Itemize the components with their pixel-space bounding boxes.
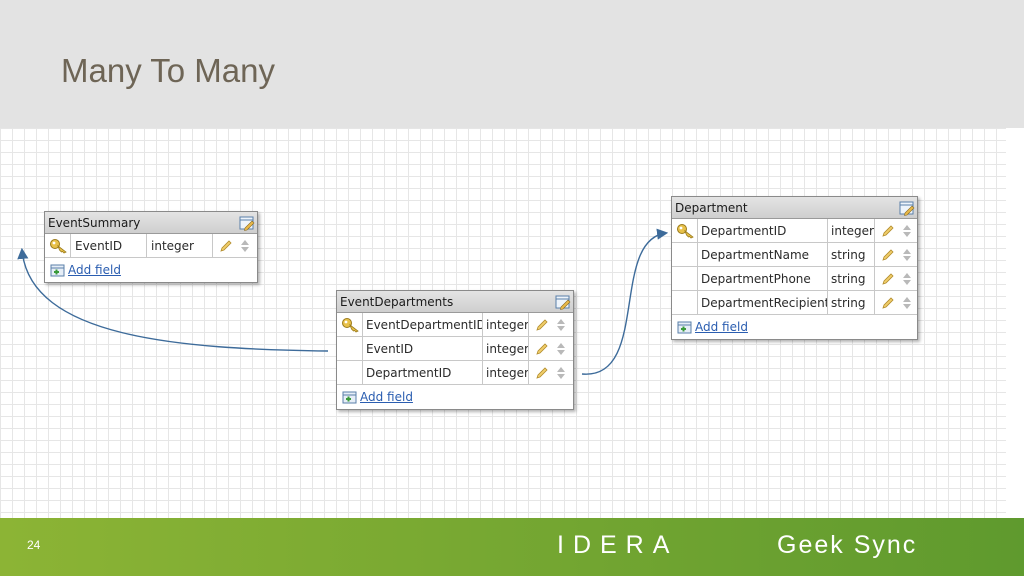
add-field-row[interactable]: Add field xyxy=(672,315,917,339)
table-name: EventSummary xyxy=(48,215,141,230)
field-row[interactable]: DepartmentID integer xyxy=(672,219,917,243)
field-row[interactable]: DepartmentID integer xyxy=(337,361,573,385)
field-type: integer xyxy=(483,337,529,360)
edit-table-icon[interactable] xyxy=(239,215,255,231)
table-header[interactable]: EventSummary xyxy=(45,212,257,234)
field-row[interactable]: EventID integer xyxy=(45,234,257,258)
field-tools xyxy=(529,313,571,336)
pencil-icon[interactable] xyxy=(881,248,895,262)
pencil-icon[interactable] xyxy=(881,224,895,238)
field-type: integer xyxy=(483,361,529,384)
field-tools xyxy=(529,361,571,384)
field-type: string xyxy=(828,291,875,314)
key-slot xyxy=(337,361,363,384)
brand-logo: IDERA xyxy=(557,531,679,559)
add-field-row[interactable]: Add field xyxy=(337,385,573,409)
field-type: integer xyxy=(828,219,875,242)
field-name: DepartmentPhone xyxy=(698,267,828,290)
field-type: string xyxy=(828,267,875,290)
add-field-icon[interactable] xyxy=(677,321,692,334)
table-header[interactable]: Department xyxy=(672,197,917,219)
up-down-arrows-icon[interactable] xyxy=(902,272,912,286)
field-name: EventID xyxy=(363,337,483,360)
field-row[interactable]: EventDepartmentID integer xyxy=(337,313,573,337)
add-field-icon[interactable] xyxy=(342,391,357,404)
canvas-scroll-edge xyxy=(1006,128,1024,518)
page-number: 24 xyxy=(27,538,41,552)
field-name: DepartmentID xyxy=(363,361,483,384)
pencil-icon[interactable] xyxy=(881,272,895,286)
field-tools xyxy=(875,291,917,314)
slide-footer: 24 IDERA Geek Sync xyxy=(0,518,1024,576)
up-down-arrows-icon[interactable] xyxy=(902,224,912,238)
field-tools xyxy=(875,243,917,266)
pencil-icon[interactable] xyxy=(535,366,549,380)
edit-table-icon[interactable] xyxy=(899,200,915,216)
up-down-arrows-icon[interactable] xyxy=(240,239,250,253)
slide-header-band: Many To Many xyxy=(0,0,1024,128)
table-name: EventDepartments xyxy=(340,294,454,309)
edit-table-icon[interactable] xyxy=(555,294,571,310)
key-icon xyxy=(337,313,363,336)
field-row[interactable]: DepartmentName string xyxy=(672,243,917,267)
field-tools xyxy=(875,219,917,242)
table-name: Department xyxy=(675,200,748,215)
key-slot xyxy=(672,243,698,266)
slide-title: Many To Many xyxy=(61,52,275,89)
add-field-icon[interactable] xyxy=(50,264,65,277)
pencil-icon[interactable] xyxy=(535,342,549,356)
field-type: string xyxy=(828,243,875,266)
pencil-icon[interactable] xyxy=(535,318,549,332)
field-name: DepartmentName xyxy=(698,243,828,266)
up-down-arrows-icon[interactable] xyxy=(556,366,566,380)
table-event-summary[interactable]: EventSummary EventID integer Add field xyxy=(44,211,258,283)
field-name: EventID xyxy=(71,234,147,257)
field-tools xyxy=(213,234,255,257)
up-down-arrows-icon[interactable] xyxy=(556,318,566,332)
field-row[interactable]: EventID integer xyxy=(337,337,573,361)
field-row[interactable]: DepartmentRecipient string xyxy=(672,291,917,315)
brand-tagline: Geek Sync xyxy=(777,531,918,559)
key-slot xyxy=(672,291,698,314)
table-header[interactable]: EventDepartments xyxy=(337,291,573,313)
field-name: DepartmentID xyxy=(698,219,828,242)
add-field-row[interactable]: Add field xyxy=(45,258,257,282)
field-type: integer xyxy=(147,234,213,257)
key-slot xyxy=(337,337,363,360)
pencil-icon[interactable] xyxy=(881,296,895,310)
up-down-arrows-icon[interactable] xyxy=(902,296,912,310)
key-icon xyxy=(45,234,71,257)
up-down-arrows-icon[interactable] xyxy=(556,342,566,356)
field-name: EventDepartmentID xyxy=(363,313,483,336)
table-department[interactable]: Department DepartmentID integer Departme… xyxy=(671,196,918,340)
add-field-link[interactable]: Add field xyxy=(68,263,121,277)
pencil-icon[interactable] xyxy=(219,239,233,253)
add-field-link[interactable]: Add field xyxy=(360,390,413,404)
up-down-arrows-icon[interactable] xyxy=(902,248,912,262)
add-field-link[interactable]: Add field xyxy=(695,320,748,334)
field-row[interactable]: DepartmentPhone string xyxy=(672,267,917,291)
key-icon xyxy=(672,219,698,242)
field-name: DepartmentRecipient xyxy=(698,291,828,314)
field-type: integer xyxy=(483,313,529,336)
table-event-departments[interactable]: EventDepartments EventDepartmentID integ… xyxy=(336,290,574,410)
field-tools xyxy=(875,267,917,290)
key-slot xyxy=(672,267,698,290)
field-tools xyxy=(529,337,571,360)
